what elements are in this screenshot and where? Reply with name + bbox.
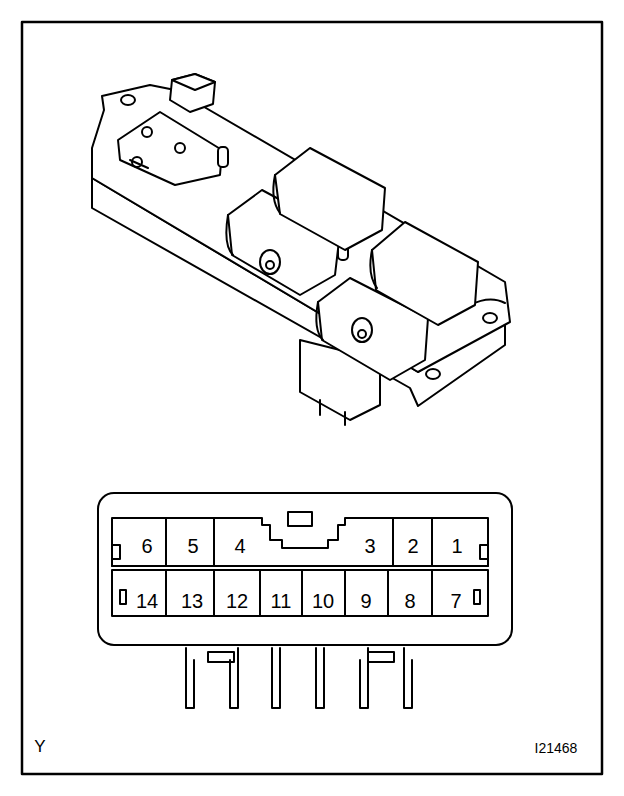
view-mark: Y: [34, 738, 45, 755]
pin-number: 10: [312, 591, 334, 611]
pin-number: 1: [451, 536, 462, 556]
pin-number: 12: [226, 591, 248, 611]
frame: [22, 22, 602, 774]
master-switch: [92, 74, 510, 425]
pin-number: 2: [407, 536, 418, 556]
figure-code: I21468: [535, 741, 578, 755]
pin-number: 6: [141, 536, 152, 556]
connector: [98, 493, 512, 708]
pin-number: 11: [271, 591, 292, 611]
pin-number: 13: [181, 591, 203, 611]
pin-number: 3: [364, 536, 375, 556]
pin-number: 8: [404, 591, 415, 611]
pin-number: 7: [450, 591, 461, 611]
pin-number: 5: [187, 536, 198, 556]
pin-number: 4: [234, 536, 245, 556]
pin-number: 9: [360, 591, 371, 611]
pin-number: 14: [136, 591, 158, 611]
